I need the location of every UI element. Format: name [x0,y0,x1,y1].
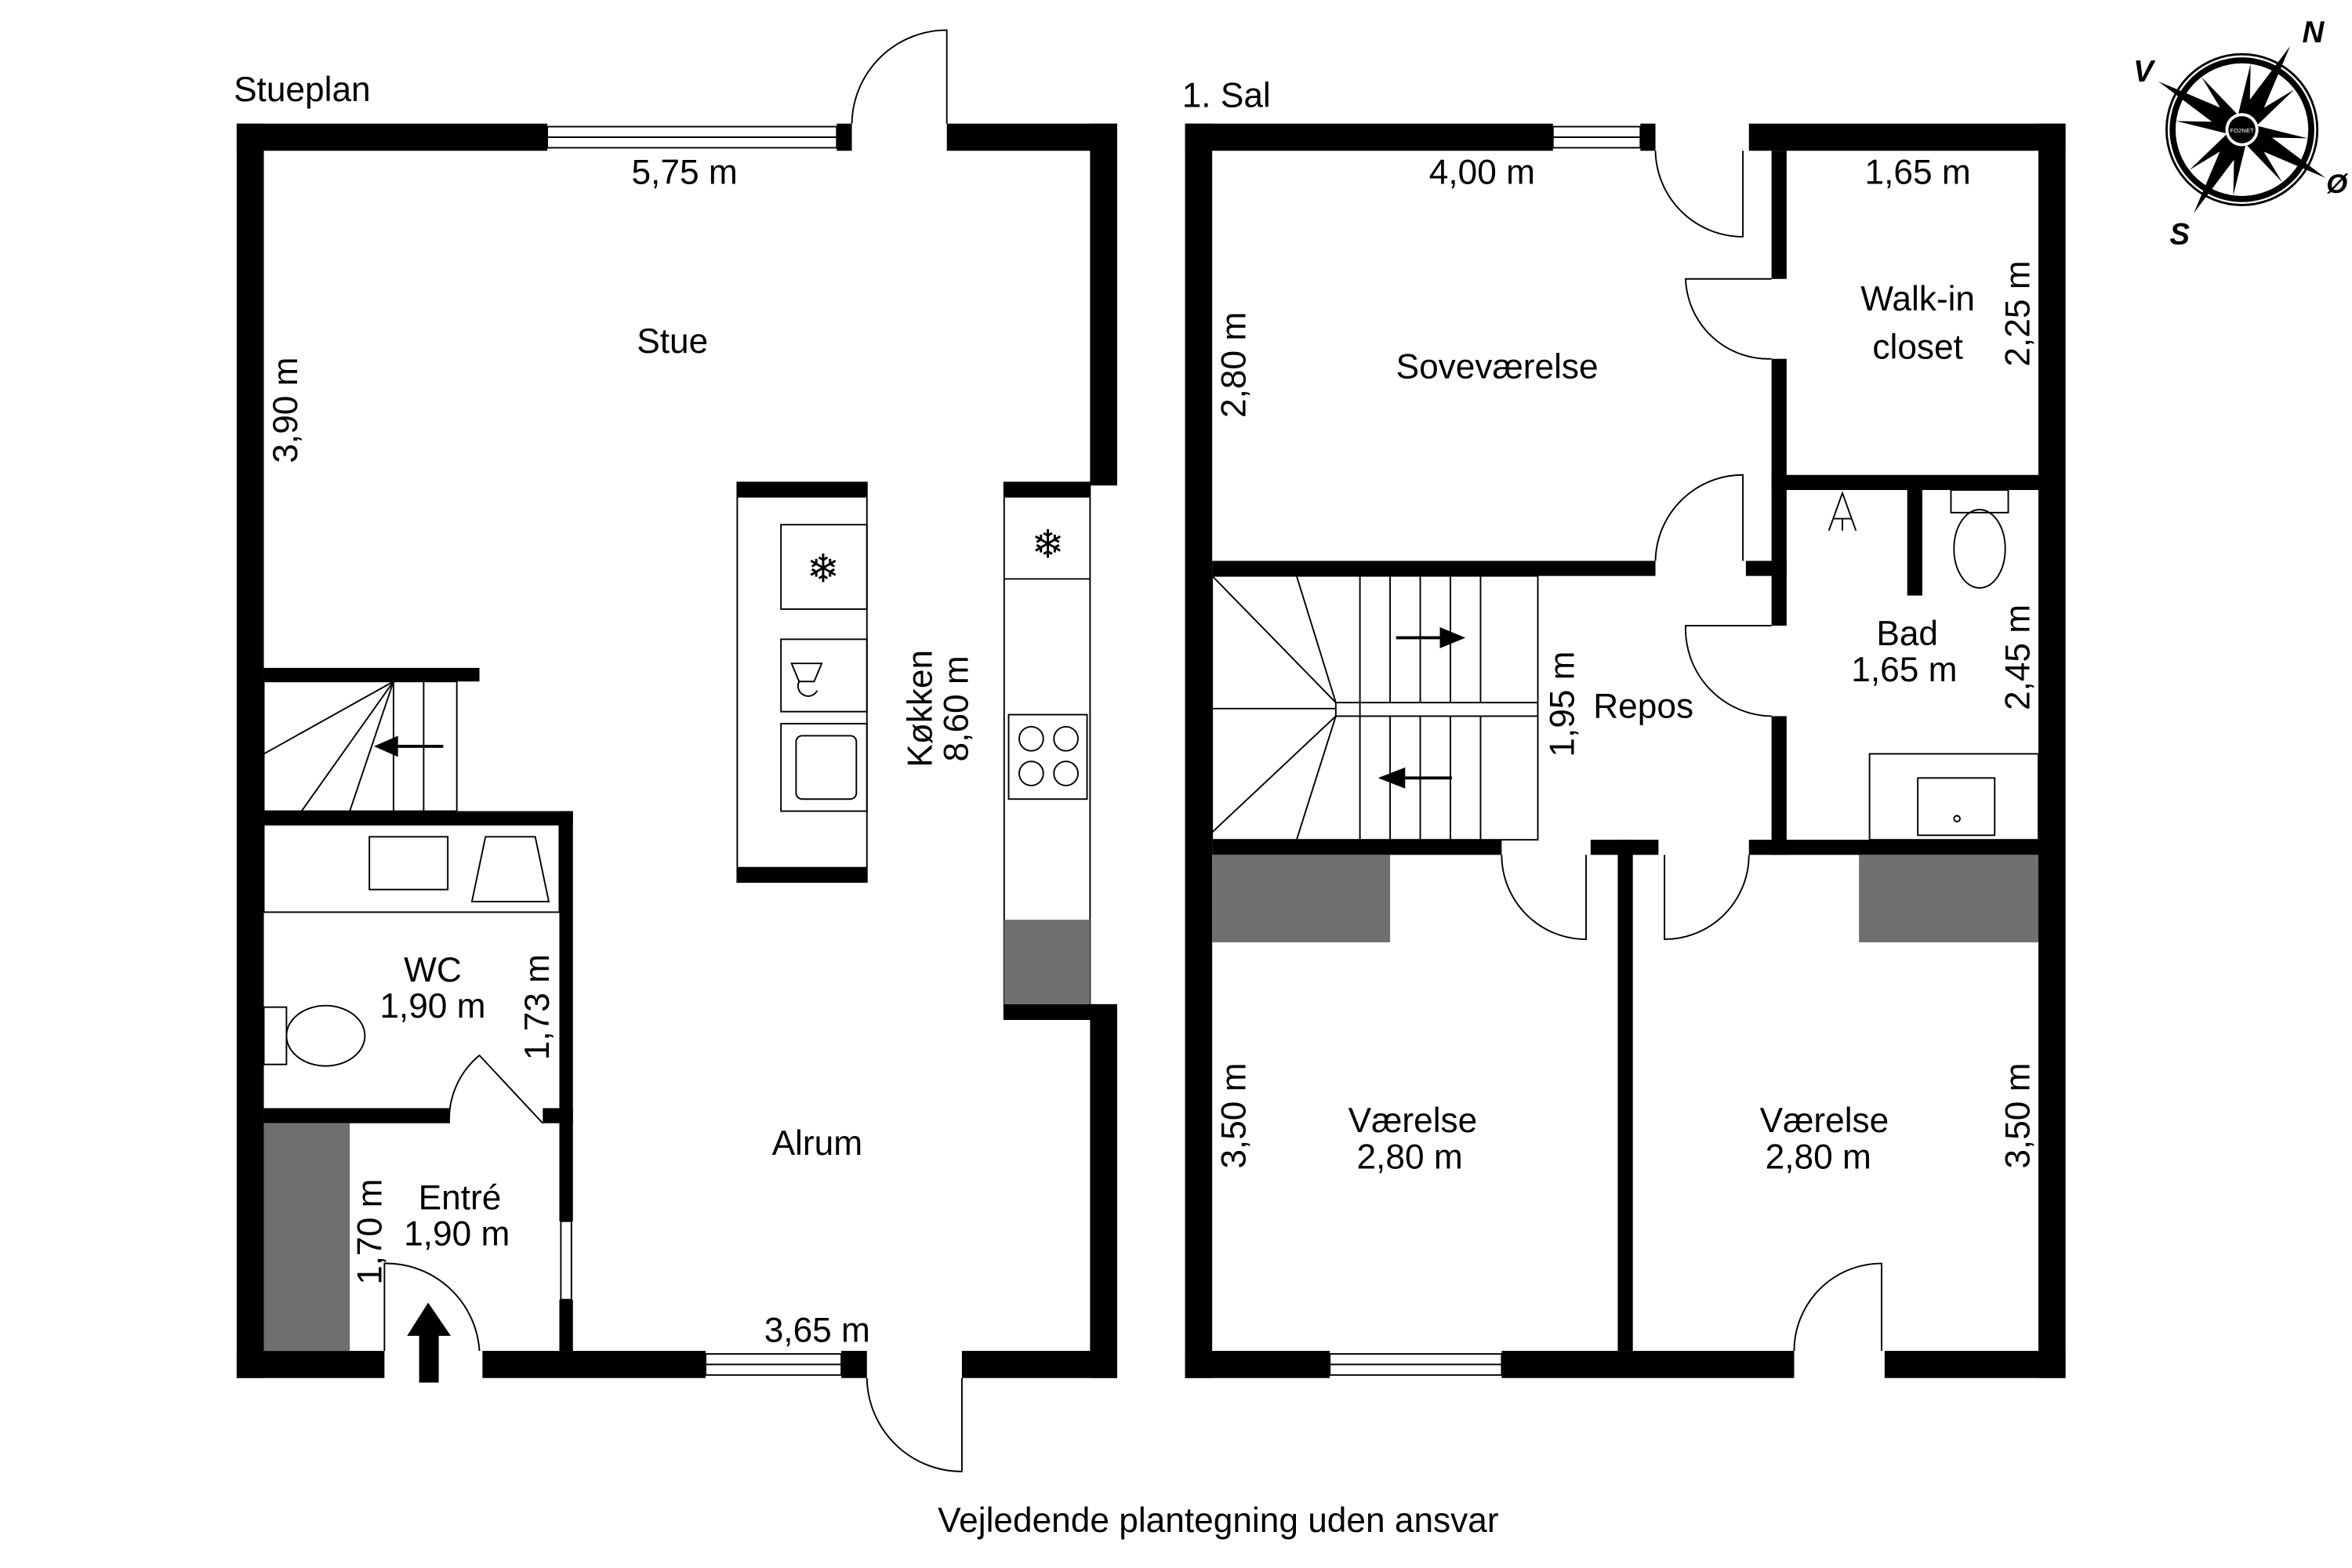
room-vaerelse-2: Værelse [1760,1102,1889,1140]
cabinet [1004,920,1091,1004]
dim-walkin-side: 2,25 m [1998,260,2037,366]
entre-cabinet [263,1123,350,1352]
compass-w: V [2133,55,2156,89]
door-arc [383,1262,481,1352]
dim-v1-side: 3,50 m [1214,1062,1253,1168]
dim-sove-top: 4,00 m [1429,154,1535,192]
stove-icon [1007,713,1088,800]
sink-icon [795,735,858,800]
room-vaerelse-1: Værelse [1348,1102,1478,1140]
room-walkin-1: Walk-in [1860,280,1975,318]
wc-fixtures [263,823,561,1067]
walls [236,123,1117,1378]
vaerelse-1-dim: 2,80 m [1356,1138,1462,1176]
room-stue: Stue [637,322,708,361]
wardrobe [1859,855,2038,942]
compass-e: Ø [2326,169,2349,199]
sink-icon [1917,777,1996,837]
room-sovevaerelse: Soveværelse [1396,348,1599,387]
toilet-tank [1950,489,2009,514]
door-arc [851,29,948,124]
doors [1501,151,1882,1352]
wardrobe [1212,855,1391,942]
bad-dim: 1,65 m [1851,651,1957,689]
room-kokken: Køkken [901,650,939,768]
toilet-icon [285,1004,366,1067]
toilet-icon [1953,509,2006,589]
compass-n: N [2303,16,2325,49]
dim-v2-side: 3,50 m [1998,1062,2037,1168]
dim-left: 3,90 m [267,357,305,463]
sink-icon [368,836,449,891]
wc-dim: 1,90 m [379,987,485,1025]
compass-icon: FO2NET N Ø S V [2133,16,2349,252]
dim-top: 5,75 m [631,154,737,192]
snowflake-icon: ❄ [807,546,840,590]
entrance-arrow-icon [407,1302,451,1383]
room-bad: Bad [1876,615,1938,653]
kokken-dim: 8,60 m [938,655,976,761]
compass-s: S [2169,218,2190,252]
dim-entre-side: 1,70 m [351,1179,390,1285]
dim-bottom: 3,65 m [764,1312,870,1350]
svg-text:FO2NET: FO2NET [2230,127,2254,134]
snowflake-icon: ❄ [1032,523,1065,567]
ground-floor-title: Stueplan [234,71,371,109]
kitchen-counter: ❄ [1003,481,1091,1020]
door-arc [448,1054,544,1124]
room-alrum: Alrum [772,1124,862,1163]
towel-rack-icon [1828,491,1857,532]
bath-fixtures [1828,489,2039,841]
entre-dim: 1,90 m [404,1214,510,1253]
room-walkin-2: closet [1872,328,1963,367]
room-repos: Repos [1593,687,1693,725]
dim-wc-side: 1,73 m [518,954,557,1060]
dim-sove-left: 2,80 m [1214,312,1253,418]
room-entre: Entré [419,1178,502,1217]
ground-floor: Stueplan [234,29,1117,1472]
toilet-tank [263,1006,288,1065]
dim-repos-side: 1,95 m [1544,651,1582,757]
washer-icon [470,836,550,902]
arrow-right-icon [1396,627,1466,648]
dim-bad-side: 2,45 m [1998,604,2037,710]
arrow-left-icon [373,735,444,757]
room-wc: WC [404,951,462,989]
footer-disclaimer: Vejledende plantegning uden ansvar [938,1501,1498,1540]
first-floor: 1. Sal [1182,77,2066,1378]
faucet-icon [790,662,823,697]
arrow-left-icon [1377,767,1452,789]
dim-walkin-top: 1,65 m [1865,154,1971,192]
kitchen-island: ❄ [736,481,868,883]
door-arc [866,1377,963,1472]
first-floor-title: 1. Sal [1182,77,1271,115]
vaerelse-2-dim: 2,80 m [1766,1138,1871,1176]
walls [1185,123,2066,1378]
staircase [1211,575,1539,841]
